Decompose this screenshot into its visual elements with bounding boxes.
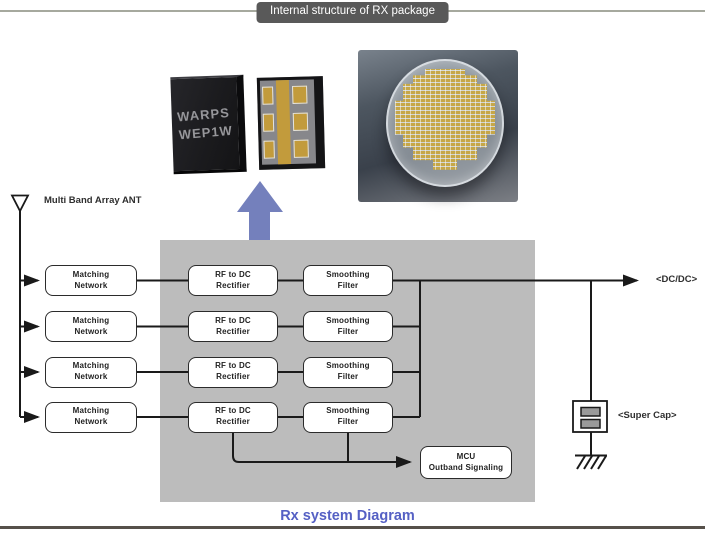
rf-to-dc-rectifier-box: RF to DC Rectifier [188,401,278,433]
chip-pad [291,85,308,104]
chip-marking-line1: WARPS [176,105,231,125]
matching-network-box: Matching Network [45,401,137,433]
ground-icon [575,454,607,470]
box-label: Rectifier [216,280,250,290]
box-label: MCU [456,451,476,461]
box-label: Smoothing [326,269,370,279]
box-label: Network [74,280,108,290]
box-label: Matching [72,361,110,371]
chip-pad [261,86,274,105]
box-label: Filter [337,372,359,381]
diagram-caption: Rx system Diagram [280,508,415,524]
rf-to-dc-rectifier-box: RF to DC Rectifier [188,265,278,296]
matching-network-box: Matching Network [45,311,137,342]
box-label: Smoothing [326,315,370,325]
box-label: Network [74,372,108,381]
chip-package-top-view: WARPS WEP1W [170,74,247,175]
smoothing-filter-box: Smoothing Filter [303,401,393,433]
wafer-photo [358,50,518,202]
chip-package-bottom-view [256,76,326,170]
chip-marking-line2: WEP1W [178,122,234,143]
box-label: RF to DC [215,406,251,416]
box-label: Network [74,326,108,336]
box-label: Matching [72,269,110,279]
smoothing-filter-box: Smoothing Filter [303,311,393,342]
box-label: Rectifier [216,417,250,426]
matching-network-box: Matching Network [45,265,137,296]
box-label: RF to DC [215,315,251,325]
box-label: Matching [72,315,110,325]
page-title: Internal structure of RX package [256,2,449,23]
box-label: Filter [337,417,359,426]
capacitor-icon [572,400,608,433]
dcdc-label: <DC/DC> [656,274,698,285]
smoothing-filter-box: Smoothing Filter [303,356,393,388]
box-label: Filter [337,326,359,336]
box-label: Rectifier [216,372,250,381]
matching-network-box: Matching Network [45,356,137,388]
rf-to-dc-rectifier-box: RF to DC Rectifier [188,311,278,342]
chip-marking: WARPS WEP1W [176,104,234,144]
supercap-label: <Super Cap> [618,410,677,421]
box-label: Filter [337,280,359,290]
box-label: RF to DC [215,269,251,279]
box-label: Network [74,417,108,426]
smoothing-filter-box: Smoothing Filter [303,265,393,296]
box-label: Rectifier [216,326,250,336]
chip-pad [262,113,274,132]
up-arrow-icon [237,181,283,240]
box-label: Smoothing [326,406,370,416]
box-label: Outband Signaling [428,462,504,472]
rf-to-dc-rectifier-box: RF to DC Rectifier [188,356,278,388]
chip-pad [293,139,309,158]
antenna-icon [10,194,30,213]
wafer-disc [386,59,504,187]
box-label: Matching [72,406,110,416]
antenna-label: Multi Band Array ANT [44,195,142,206]
box-label: Smoothing [326,361,370,371]
chip-pad [292,112,309,131]
mcu-outband-signaling-box: MCU Outband Signaling [420,446,512,479]
chip-center-pad [275,80,292,165]
box-label: RF to DC [215,361,251,371]
chip-pad [263,140,275,159]
wafer-die-grid [395,69,495,170]
bottom-divider [0,526,705,529]
